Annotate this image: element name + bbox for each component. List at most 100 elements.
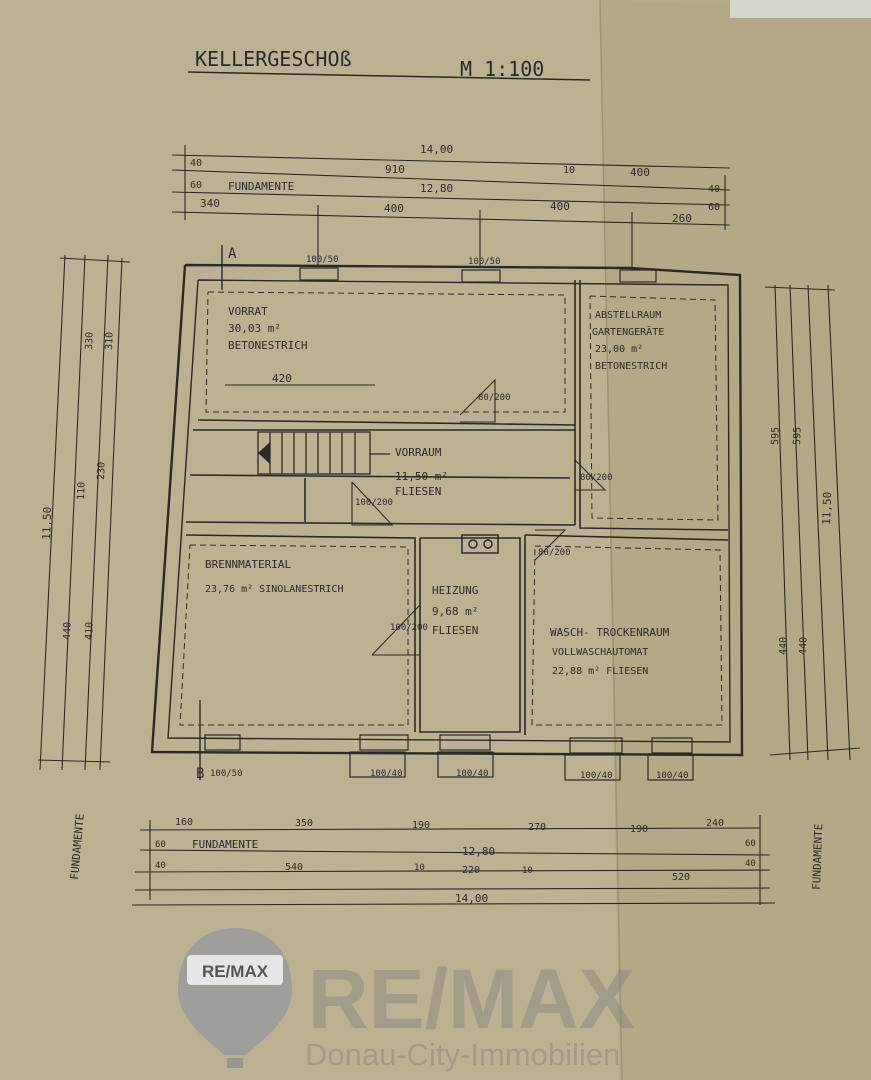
boiler-symbol <box>461 534 499 554</box>
dim-top-260: 260 <box>672 212 692 225</box>
door-label-80-200: 80/200 <box>478 393 511 403</box>
dim-left-1150: 11,50 <box>40 507 54 541</box>
stair-arrow-icon <box>258 442 270 464</box>
door-label-100-200-b: 100/200 <box>390 623 428 633</box>
room-vorraum-floor: FLIESEN <box>395 485 441 498</box>
dim-top-340: 340 <box>200 197 220 210</box>
window-label-100-50c: 100/50 <box>210 769 243 779</box>
fundamente-label-bottom: FUNDAMENTE <box>192 838 258 851</box>
dim-420: 420 <box>272 372 292 385</box>
outer-walls <box>150 263 744 757</box>
dim-bottom-270: 270 <box>528 822 546 833</box>
dim-bottom-240: 240 <box>706 818 724 829</box>
door-label-100-200: 100/200 <box>355 498 393 508</box>
dim-top-40b: 40 <box>708 184 720 195</box>
door-label-80-200-c: 80/200 <box>538 548 571 558</box>
dimension-lines-left <box>37 254 131 771</box>
remax-watermark-text: RE/MAX <box>308 952 635 1046</box>
dim-total-top: 14,00 <box>420 143 453 156</box>
room-vorraum-name: VORRAUM <box>395 446 442 459</box>
dim-bottom-60b: 60 <box>745 839 756 849</box>
door-marks <box>351 378 607 656</box>
dim-bottom-10a: 10 <box>414 863 425 873</box>
dim-bottom-350: 350 <box>295 818 313 829</box>
title-underline <box>187 71 591 81</box>
fundamente-label-right: FUNDAMENTE <box>810 823 825 890</box>
room-heizung-floor: FLIESEN <box>432 624 478 637</box>
room-abstellraum-area: 23,00 m² <box>595 344 643 355</box>
window-label-100-40a: 100/40 <box>370 769 403 779</box>
dim-top-40: 40 <box>190 158 202 169</box>
window-label-100-50a: 100/50 <box>306 255 339 265</box>
dim-bottom-520: 520 <box>672 872 690 883</box>
fundamente-label-left: FUNDAMENTE <box>68 813 87 880</box>
room-abstellraum-name: ABSTELLRAUM <box>595 310 661 321</box>
dim-bottom-160: 160 <box>175 817 193 828</box>
room-vorrat-floor: BETONESTRICH <box>228 339 307 352</box>
dim-top-400b: 400 <box>384 202 404 215</box>
dim-right-595b: 595 <box>792 427 804 445</box>
room-wasch-name: WASCH- TROCKENRAUM <box>550 626 670 639</box>
dim-left-410: 410 <box>84 622 96 640</box>
dim-bottom-60: 60 <box>155 840 166 850</box>
dim-left-330: 330 <box>84 332 96 350</box>
room-abstellraum-floor: BETONESTRICH <box>595 361 667 372</box>
dim-bottom-10b: 10 <box>522 866 533 876</box>
dim-top-1280: 12,80 <box>420 182 453 195</box>
paper-fold-line <box>599 0 623 1080</box>
dim-left-110: 110 <box>76 482 88 500</box>
dimension-lines-right <box>764 284 861 761</box>
paper-right-panel <box>600 0 871 1080</box>
dim-bottom-1400: 14,00 <box>455 892 488 905</box>
dim-left-310: 310 <box>104 332 116 350</box>
background-strip <box>730 0 871 18</box>
door-label-80-200-b: 80/200 <box>580 473 613 483</box>
room-wasch-note: VOLLWASCHAUTOMAT <box>552 647 648 658</box>
dim-right-1150: 11,50 <box>820 492 834 526</box>
room-wasch-detail: 22,88 m² FLIESEN <box>552 666 648 677</box>
dim-top-10: 10 <box>563 165 575 176</box>
section-b-label: B <box>196 766 204 782</box>
dim-top-400a: 400 <box>630 166 650 179</box>
dim-top-60b: 60 <box>708 202 720 213</box>
window-label-100-40d: 100/40 <box>656 771 689 781</box>
remax-watermark-subtitle: Donau-City-Immobilien <box>305 1037 620 1072</box>
dim-bottom-1280: 12,80 <box>462 845 495 858</box>
room-brennmaterial-detail: 23,76 m² SINOLANESTRICH <box>205 584 343 595</box>
room-brennmaterial-name: BRENNMATERIAL <box>205 558 291 571</box>
remax-balloon-logo: RE/MAX <box>178 928 292 1068</box>
dim-bottom-40b: 40 <box>745 859 756 869</box>
section-a-label: A <box>228 246 237 262</box>
remax-balloon-text: RE/MAX <box>202 962 269 981</box>
plan-title: KELLERGESCHOß <box>195 47 352 71</box>
dim-right-440b: 440 <box>798 637 810 655</box>
dimension-lines-bottom <box>131 815 776 906</box>
dashed-room-outlines <box>179 291 723 726</box>
room-vorraum-area: 11,50 m² <box>395 470 448 483</box>
dim-left-440: 440 <box>62 622 74 640</box>
dim-bottom-190a: 190 <box>412 820 430 831</box>
room-heizung-name: HEIZUNG <box>432 584 478 597</box>
dim-top-400c: 400 <box>550 200 570 213</box>
room-vorrat-area: 30,03 m² <box>228 322 281 335</box>
dim-bottom-540: 540 <box>285 862 303 873</box>
dim-left-230: 230 <box>96 462 108 480</box>
paper-left-panel <box>0 0 620 1080</box>
dim-right-595a: 595 <box>770 427 782 445</box>
dim-right-440a: 440 <box>778 637 790 655</box>
fundamente-label-top: FUNDAMENTE <box>228 180 294 193</box>
dimension-lines-top <box>171 145 731 268</box>
dim-top-60: 60 <box>190 180 202 191</box>
room-heizung-area: 9,68 m² <box>432 605 478 618</box>
window-label-100-40b: 100/40 <box>456 769 489 779</box>
dim-bottom-40: 40 <box>155 861 166 871</box>
room-vorrat-name: VORRAT <box>228 305 268 318</box>
window-openings <box>204 267 694 781</box>
dim-top-910: 910 <box>385 163 405 176</box>
dim-bottom-220: 220 <box>462 865 480 876</box>
window-label-100-50b: 100/50 <box>468 257 501 267</box>
window-label-100-40c: 100/40 <box>580 771 613 781</box>
dim-bottom-190b: 190 <box>630 824 648 835</box>
